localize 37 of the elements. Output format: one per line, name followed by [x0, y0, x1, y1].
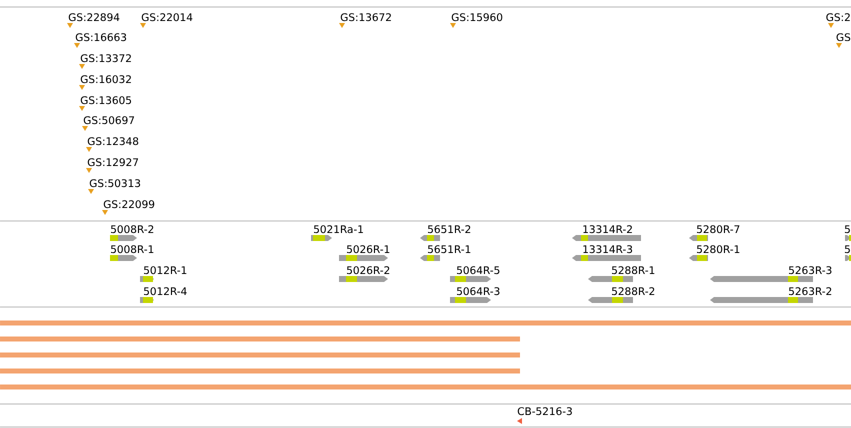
gene-label: 5280R-1	[697, 245, 740, 254]
gene-label: 5263R-2	[789, 287, 832, 296]
feature-label: GS:12348	[88, 137, 138, 146]
feature-label: GS	[836, 33, 850, 42]
gene-label: 5064R-5	[457, 266, 500, 274]
gene-label: 5263R-3	[789, 266, 832, 274]
gene-label: 5	[844, 225, 850, 234]
gene-label: 5026R-1	[347, 245, 390, 254]
feature-label: GS:16032	[80, 75, 131, 84]
feature-label: GS:50313	[90, 179, 140, 188]
gene-label: 5651R-1	[428, 245, 470, 254]
feature-label: GS:12927	[88, 158, 138, 166]
gene-label: 5021Ra-1	[314, 225, 363, 234]
gene-label: 5012R-1	[144, 266, 186, 274]
gene-label: 5280R-7	[697, 225, 740, 234]
feature-label: GS:50697	[84, 116, 134, 124]
feature-label: GS:13605	[80, 96, 132, 104]
feature-label: GS:22894	[68, 13, 120, 22]
gene-label: 5008R-1	[111, 245, 154, 254]
feature-label: GS:22099	[104, 200, 154, 208]
gene-label: 5012R-4	[144, 287, 187, 296]
gene-label: 5651R-2	[428, 225, 470, 234]
gene-label: 5008R-2	[111, 225, 154, 234]
feature-label: GS:2	[826, 13, 850, 22]
feature-label: GS:13372	[80, 54, 131, 62]
feature-label: GS:16663	[76, 33, 126, 42]
gene-label: 13314R-2	[583, 225, 632, 234]
gene-label: 5	[844, 245, 850, 254]
feature-label: CB-5216-3	[518, 407, 572, 416]
gene-label: 5064R-3	[457, 287, 500, 296]
feature-label: GS:15960	[452, 13, 502, 22]
gene-label: 5288R-1	[612, 266, 654, 274]
gene-label: 13314R-3	[583, 245, 632, 254]
feature-label: GS:13672	[340, 13, 391, 22]
gene-label: 5288R-2	[612, 287, 654, 296]
gene-label: 5026R-2	[347, 266, 390, 274]
feature-label: GS:22014	[142, 13, 192, 22]
